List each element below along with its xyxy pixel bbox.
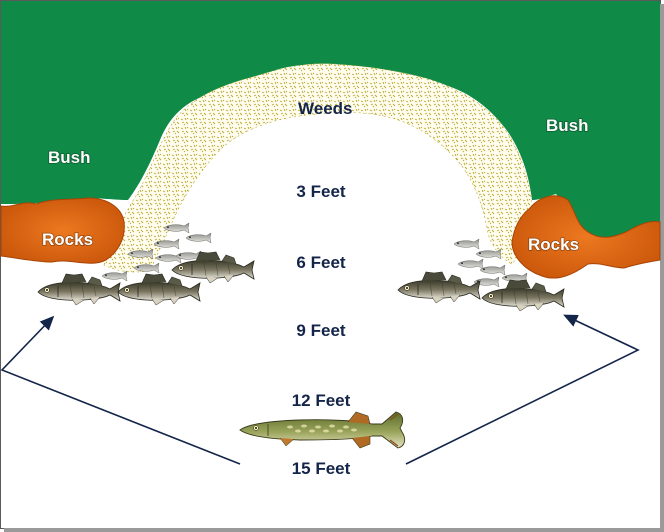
- bush-right-label: Bush: [546, 116, 589, 135]
- depth-label: 12 Feet: [292, 391, 351, 410]
- depth-label: 3 Feet: [296, 182, 345, 201]
- rocks-left-label: Rocks: [42, 230, 93, 249]
- depth-label: 9 Feet: [296, 321, 345, 340]
- bush-area: [1, 1, 660, 238]
- depth-label: 6 Feet: [296, 253, 345, 272]
- frame-shadow-right: [660, 4, 664, 532]
- arrow-to-left-walleyes: [0, 315, 241, 465]
- weeds-area: [103, 63, 533, 273]
- rocks-left: [0, 197, 125, 264]
- weeds-label: Weeds: [298, 99, 353, 118]
- bush-left-label: Bush: [48, 148, 91, 167]
- pike-fish-icon: [239, 411, 406, 449]
- arrow-to-right-walleyes: [405, 314, 640, 465]
- frame-shadow: [4, 528, 664, 532]
- depth-label: 15 Feet: [292, 459, 351, 478]
- rocks-right-label: Rocks: [528, 235, 579, 254]
- rocks-right: [511, 195, 661, 279]
